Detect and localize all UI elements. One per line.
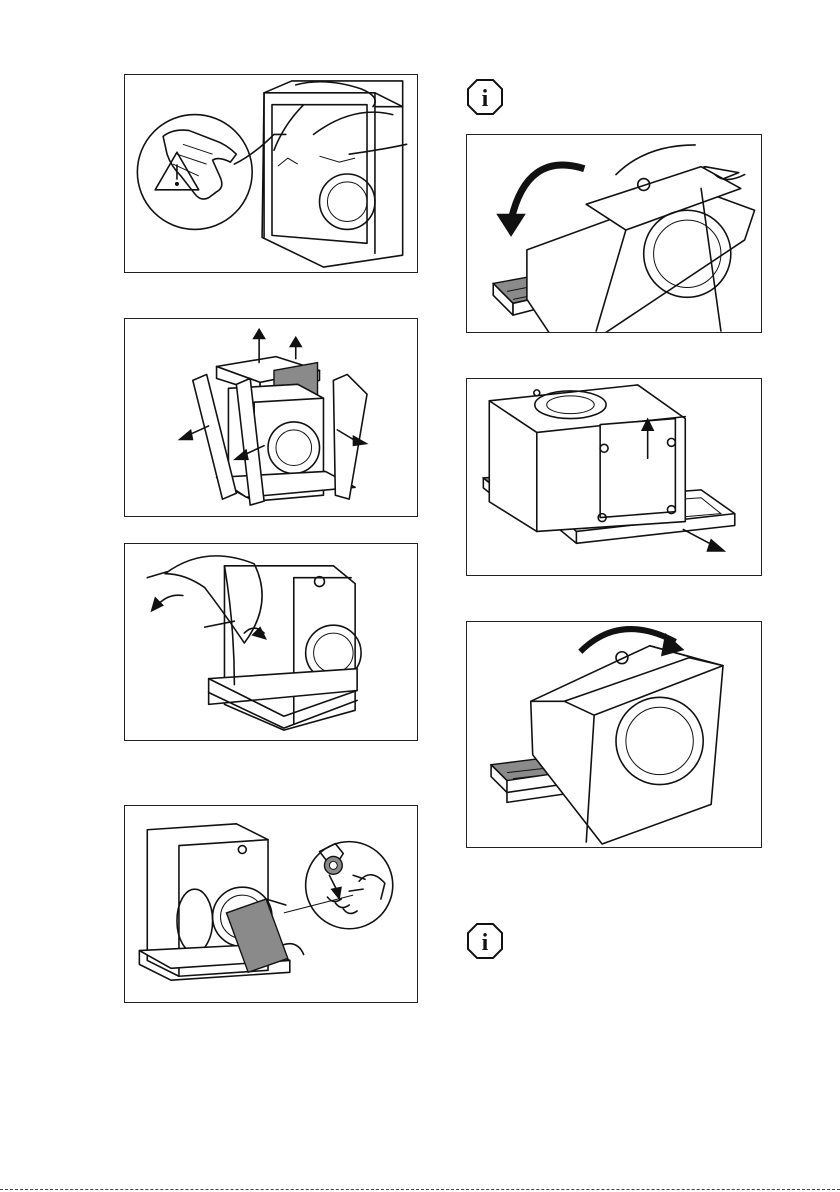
page-cut-line (0, 1189, 840, 1190)
figure-lift-machine-forward (466, 621, 762, 848)
info-glyph: i (482, 930, 489, 956)
figure-remove-bag-from-drum (124, 805, 418, 1003)
tilted-washing-machine (531, 646, 723, 844)
tilted-washing-machine (527, 167, 755, 332)
figure-remove-top-and-corners (124, 318, 418, 517)
figure-remove-wrap-gloves (124, 74, 418, 273)
gloves-warning-icon (137, 115, 252, 230)
figure-remove-base-packaging (466, 378, 762, 576)
machine-on-side (489, 385, 685, 532)
info-icon: i (466, 922, 504, 960)
washing-machine-in-box (234, 81, 406, 267)
washing-machine (209, 566, 361, 730)
parts-detail-circle (306, 842, 393, 929)
down-arrow-icon (329, 875, 341, 899)
curved-arrow-icon (497, 165, 584, 236)
figure-remove-plastic-cover (124, 543, 418, 741)
info-glyph: i (482, 86, 489, 112)
info-icon: i (466, 78, 504, 116)
curved-arrow-icon (580, 629, 683, 656)
right-arrow-icon (683, 529, 725, 551)
figure-tilt-machine-back (466, 134, 762, 333)
